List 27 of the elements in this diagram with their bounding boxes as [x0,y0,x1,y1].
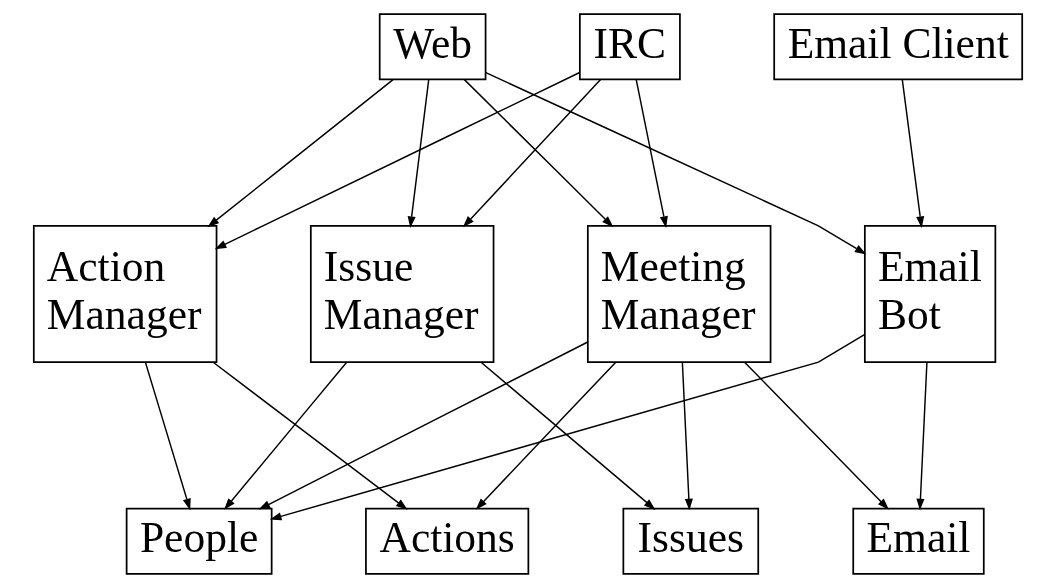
node-box: Email Client [772,13,1023,81]
arrow [743,361,889,510]
arrow [475,361,616,510]
node-box: Meeting Manager [586,224,771,364]
arrow [479,361,655,510]
node-box: Actions [364,507,529,575]
arrow [635,78,668,228]
arrow [484,71,866,255]
arrow [901,78,924,228]
arrow [681,361,693,511]
arrow [223,361,347,510]
arrow [214,71,580,250]
arrow [211,361,408,510]
node-box: Action Manager [32,224,217,364]
node-box: People [125,507,272,575]
arrow [915,361,928,511]
arrow [207,78,394,228]
node-box: Issue Manager [309,224,494,364]
arrow [258,341,588,510]
node-box: Email [851,507,985,575]
node-box: Issues [622,507,759,575]
arrow [407,78,429,228]
node-box: IRC [578,13,681,81]
arrow [269,333,865,521]
node-box: Web [378,13,486,81]
arrow [144,361,191,511]
node-box: Email Bot [863,224,996,364]
